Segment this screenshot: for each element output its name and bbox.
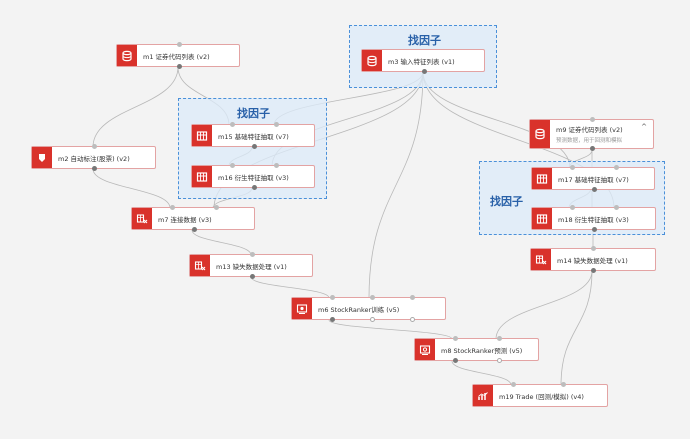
node-label: m13 缺失数据处理 (v1) [216,262,287,271]
node-label: m3 输入特征列表 (v1) [388,57,455,66]
input-port[interactable] [274,122,279,127]
node-label: m8 StockRanker预测 (v5) [441,346,523,355]
node-m17[interactable]: m17 基础特征抽取 (v7) [531,165,655,192]
node-m8[interactable]: m8 StockRanker预测 (v5) [414,336,539,363]
wire-12 [92,168,171,209]
output-port[interactable] [330,317,335,322]
node-label: m2 自动标注(股票) (v2) [58,154,130,163]
wire-1 [92,66,179,148]
join-icon [190,255,210,276]
input-port[interactable] [230,122,235,127]
database-icon [530,120,550,148]
node-label: m18 衍生特征抽取 (v3) [558,215,629,224]
output-port[interactable] [592,227,597,232]
tag-icon [32,147,52,168]
node-m3[interactable]: m3 输入特征列表 (v1) [361,49,485,74]
output-port[interactable] [192,227,197,232]
output-port[interactable] [453,358,458,363]
input-port[interactable] [614,165,619,170]
output-port[interactable] [410,317,415,322]
database-icon [362,50,382,71]
node-label: m17 基础特征抽取 (v7) [558,175,629,184]
input-port[interactable] [497,336,502,341]
input-port[interactable] [92,144,97,149]
output-port[interactable] [92,166,97,171]
node-m1[interactable]: m1 证券代码列表 (v2) [116,42,240,69]
node-m18[interactable]: m18 衍生特征抽取 (v3) [531,205,656,232]
input-port[interactable] [230,163,235,168]
feature-icon [532,208,552,229]
output-port[interactable] [497,358,502,363]
input-port[interactable] [410,295,415,300]
feature-icon [192,166,212,187]
group-title: 找因子 [490,195,523,208]
wire-19 [451,360,512,386]
output-port[interactable] [592,187,597,192]
input-port[interactable] [250,252,255,257]
input-port[interactable] [570,205,575,210]
input-port[interactable] [177,42,182,47]
group-title: 找因子 [408,34,441,47]
wire-15 [191,229,252,256]
output-port[interactable] [250,274,255,279]
node-m13[interactable]: m13 缺失数据处理 (v1) [189,252,313,279]
node-m9[interactable]: m9 证券代码列表 (v2) 预测数据，用于回测和模拟 ^ [529,117,654,151]
output-port[interactable] [370,317,375,322]
output-port[interactable] [591,268,596,273]
database-icon [117,45,137,66]
group-title: 找因子 [237,107,270,120]
node-label: m19 Trade (回测/模拟) (v4) [499,392,584,401]
input-port[interactable] [511,382,516,387]
input-port[interactable] [561,382,566,387]
output-port[interactable] [252,144,257,149]
feature-icon [532,168,552,189]
node-text: m9 证券代码列表 (v2) 预测数据，用于回测和模拟 [550,124,623,144]
wire-6 [368,71,424,299]
train-icon [292,298,312,319]
input-port[interactable] [370,295,375,300]
node-label: m6 StockRanker训练 (v5) [318,305,400,314]
node-label: m7 连接数据 (v3) [158,215,212,224]
predict-icon [415,339,435,360]
input-port[interactable] [170,205,175,210]
wire-17 [328,319,453,340]
node-label: m14 缺失数据处理 (v1) [557,256,628,265]
input-port[interactable] [570,165,575,170]
node-label: m15 基础特征抽取 (v7) [218,132,289,141]
join-icon [531,249,551,270]
input-port[interactable] [214,205,219,210]
input-port[interactable] [590,117,595,122]
node-label: m16 衍生特征抽取 (v3) [218,173,289,182]
input-port[interactable] [591,246,596,251]
wire-20 [560,270,593,386]
node-m2[interactable]: m2 自动标注(股票) (v2) [31,144,156,171]
feature-icon [192,125,212,146]
node-m6[interactable]: m6 StockRanker训练 (v5) [291,295,446,322]
node-label: m9 证券代码列表 (v2) [556,126,623,134]
node-description: 预测数据，用于回测和模拟 [556,138,623,144]
chart-icon [473,385,493,406]
output-port[interactable] [177,64,182,69]
output-port[interactable] [590,146,595,151]
node-m16[interactable]: m16 衍生特征抽取 (v3) [191,163,315,190]
node-label: m1 证券代码列表 (v2) [143,52,210,61]
input-port[interactable] [614,205,619,210]
collapse-icon[interactable]: ^ [641,123,647,131]
node-m15[interactable]: m15 基础特征抽取 (v7) [191,122,315,149]
node-m19[interactable]: m19 Trade (回测/模拟) (v4) [472,382,608,407]
wire-16 [250,276,330,299]
output-port[interactable] [422,69,427,74]
input-port[interactable] [453,336,458,341]
join-icon [132,208,152,229]
input-port[interactable] [274,163,279,168]
node-m7[interactable]: m7 连接数据 (v3) [131,205,255,232]
node-m14[interactable]: m14 缺失数据处理 (v1) [530,246,656,273]
wire-18 [495,270,593,340]
output-port[interactable] [252,185,257,190]
input-port[interactable] [330,295,335,300]
